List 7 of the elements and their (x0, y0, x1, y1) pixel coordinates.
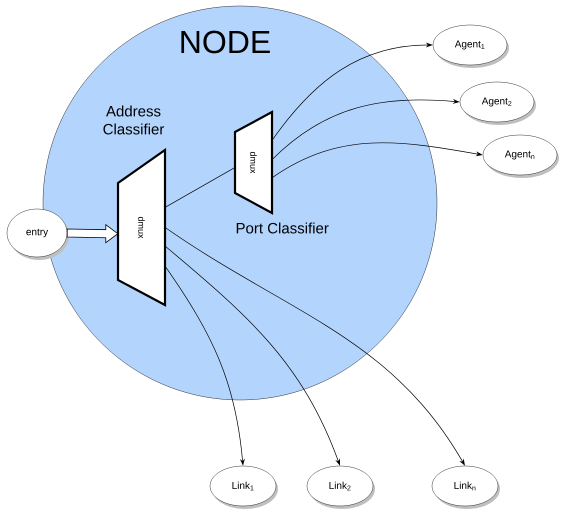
demux-trapezoid: dmux (234, 110, 274, 215)
block-arrow (66, 224, 118, 244)
demux-trapezoid: dmux (116, 148, 166, 307)
node-title: NODE (181, 30, 270, 54)
classifier-label: Port Classifier (236, 222, 329, 234)
classifier-label: Address Classifier (103, 106, 164, 134)
connector-line (164, 167, 236, 208)
